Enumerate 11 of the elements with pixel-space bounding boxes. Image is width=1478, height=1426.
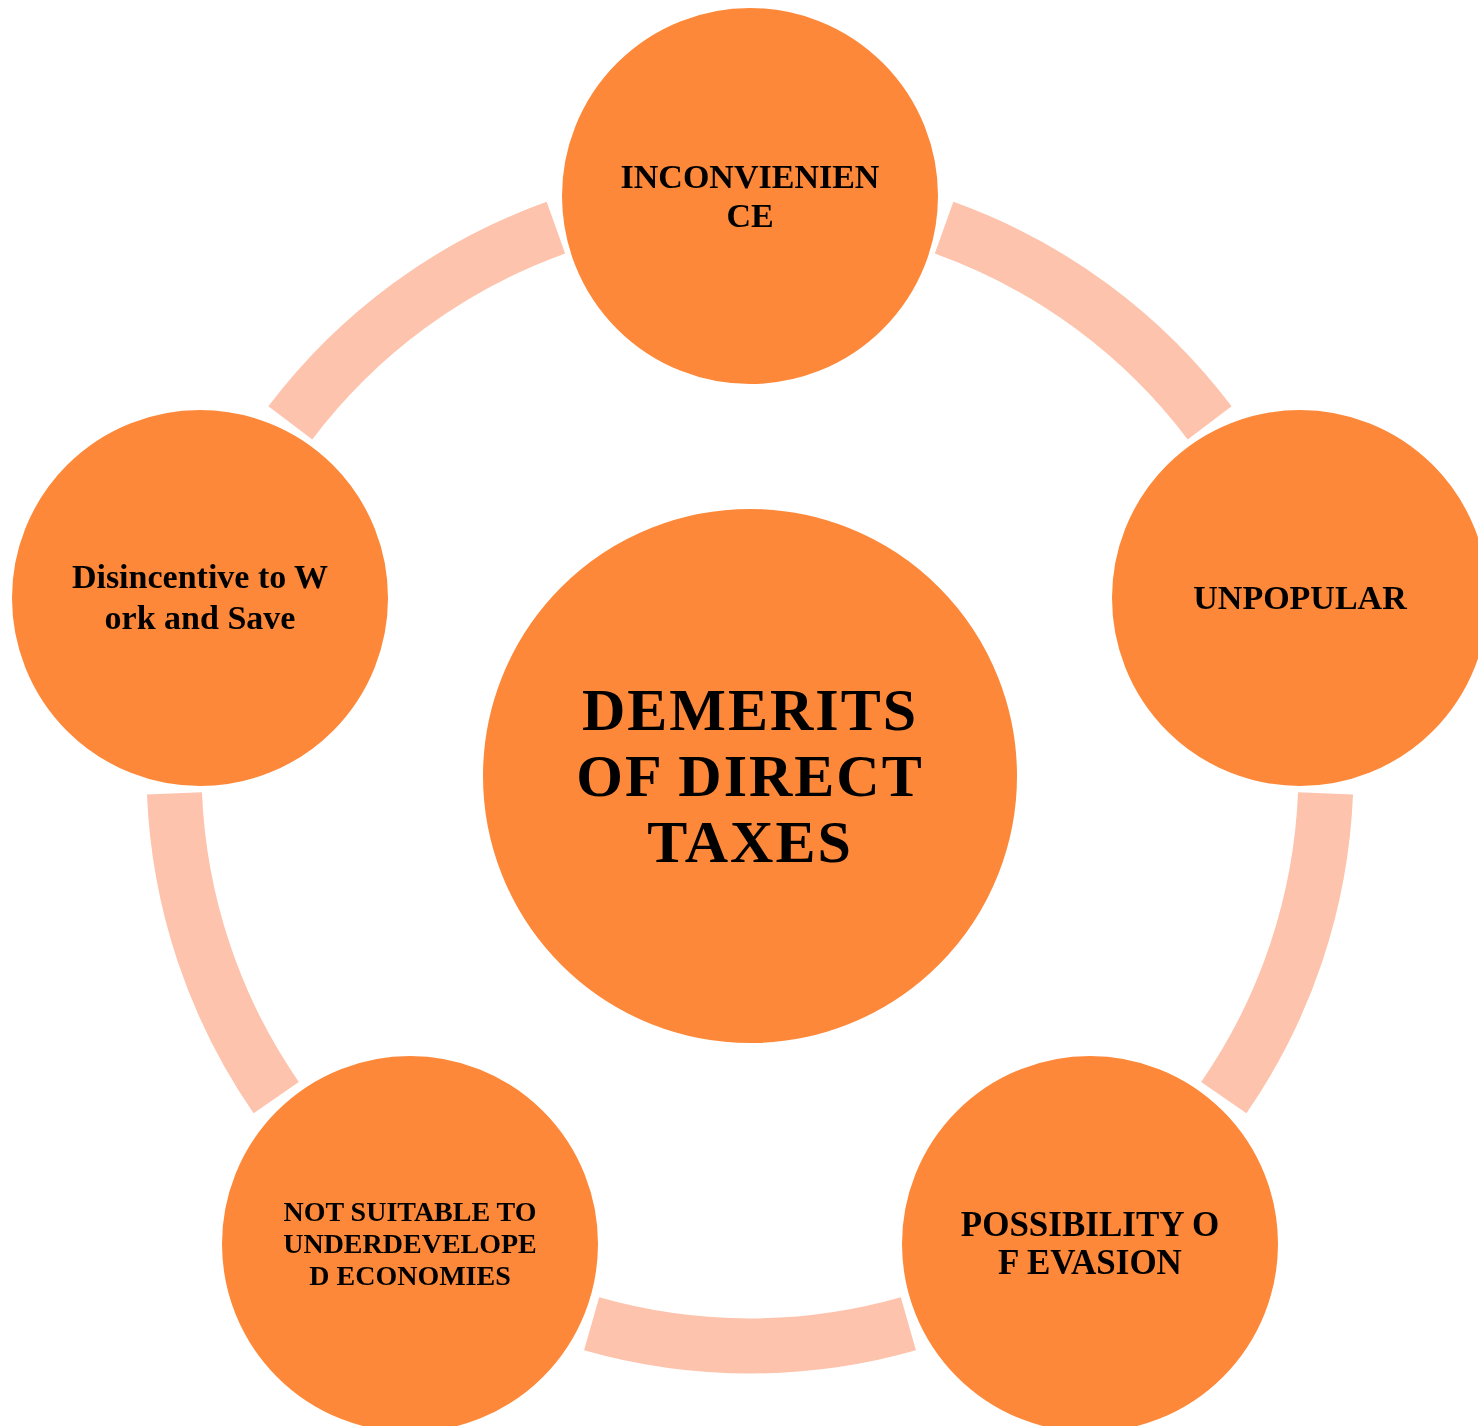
topic-label: NOT SUITABLE TO UNDERDEVELOPED ECONOMIES <box>282 1195 538 1293</box>
ring-segment <box>269 202 567 441</box>
topic-label: UNPOPULAR <box>1192 578 1408 618</box>
topic-label: POSSIBILITY OF EVASION <box>959 1205 1221 1283</box>
topic-label: Disincentive to Work and Save <box>70 557 330 638</box>
center-title: DEMERITS OF DIRECT TAXES <box>575 677 925 875</box>
ring-segment <box>585 1297 915 1373</box>
ring-segment <box>933 202 1231 441</box>
topic-label: INCONVIENIENCE <box>619 156 881 236</box>
ring-segment <box>1200 790 1353 1112</box>
ring-segment <box>147 790 300 1112</box>
